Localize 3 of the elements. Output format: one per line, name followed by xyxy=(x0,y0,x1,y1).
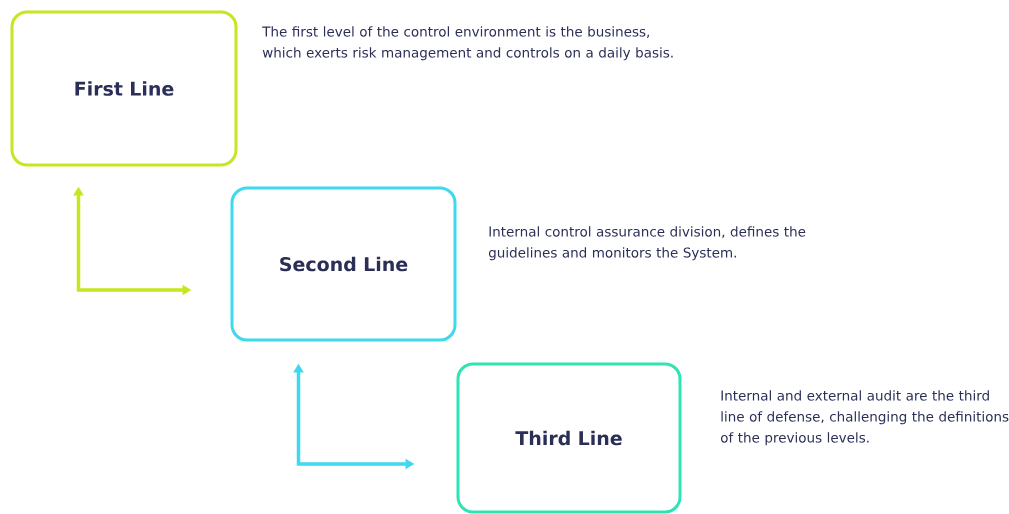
description-text: Internal control assurance division, defines the guidelines and monitors the System. xyxy=(488,226,806,261)
description-text: The first level of the control environment is the business, which exerts risk management and controls on a daily basis. xyxy=(262,26,673,61)
description-text: Internal and external audit are the third line of defense, challenging the definitions of the previous levels. xyxy=(720,390,1009,446)
